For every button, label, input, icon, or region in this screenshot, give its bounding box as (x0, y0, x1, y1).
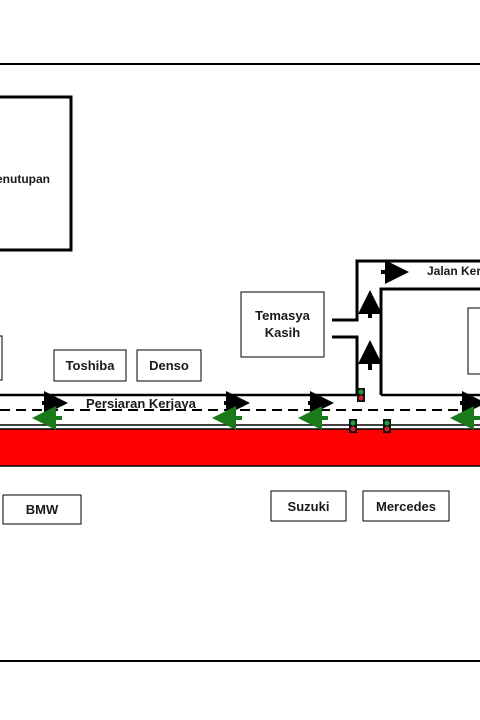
building-penutupan-label: enutupan (0, 172, 50, 186)
building-suzuki-label: Suzuki (287, 498, 330, 514)
building-bmw (2, 494, 82, 525)
building-denso (136, 349, 202, 382)
building-denso-label: Denso (149, 358, 189, 373)
traffic-signal-icon (357, 388, 365, 402)
building-penutupan (0, 95, 73, 252)
building-temasya-kasih (240, 291, 325, 358)
eastbound-arrows (42, 260, 480, 415)
side-road-name-label: Jalan Ker (427, 264, 480, 278)
building-mercedes (362, 490, 450, 522)
side-road-inner-edge (379, 287, 480, 395)
building-toshiba (53, 349, 127, 382)
building-bmw-label: BMW (25, 502, 59, 517)
traffic-signal-icon (383, 419, 391, 433)
building-right-edge (467, 307, 480, 375)
building-temasya-label-line1: Temasya (255, 308, 310, 323)
highlighted-road (0, 428, 480, 467)
building-temasya-label-line2: Kasih (264, 325, 301, 340)
side-road-outer-edge (332, 259, 480, 322)
building-left-edge (0, 335, 3, 381)
building-toshiba-label: Toshiba (65, 358, 115, 373)
building-mercedes-label: Mercedes (376, 498, 436, 514)
traffic-signal-icon (349, 419, 357, 433)
side-road-left-lower-edge (332, 335, 359, 395)
building-suzuki (270, 490, 347, 522)
road-name-label: Persiaran Kerjaya (86, 396, 196, 411)
